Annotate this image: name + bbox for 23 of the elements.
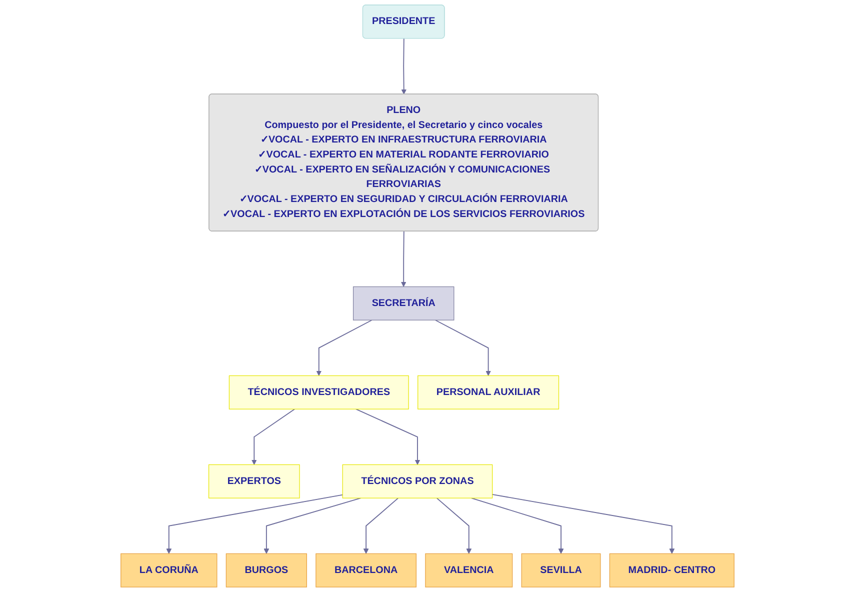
arrow (251, 408, 296, 465)
arrow (436, 498, 472, 554)
arrow (492, 494, 675, 554)
node-box (342, 464, 493, 498)
node-box (226, 553, 307, 588)
arrow (434, 320, 492, 376)
node-box (208, 464, 300, 498)
node-box (228, 375, 409, 410)
node-box (352, 286, 454, 320)
node-box (425, 553, 513, 588)
arrow (264, 498, 362, 554)
node-box (521, 553, 601, 588)
node-box (609, 553, 734, 588)
node-box (120, 553, 218, 588)
arrow (316, 320, 372, 376)
node-box (418, 375, 560, 410)
arrow (401, 38, 407, 94)
arrow (355, 408, 420, 465)
arrow (470, 498, 564, 554)
arrow (400, 230, 406, 287)
arrow (363, 498, 399, 554)
arrow (166, 494, 344, 554)
node-box (316, 553, 416, 588)
